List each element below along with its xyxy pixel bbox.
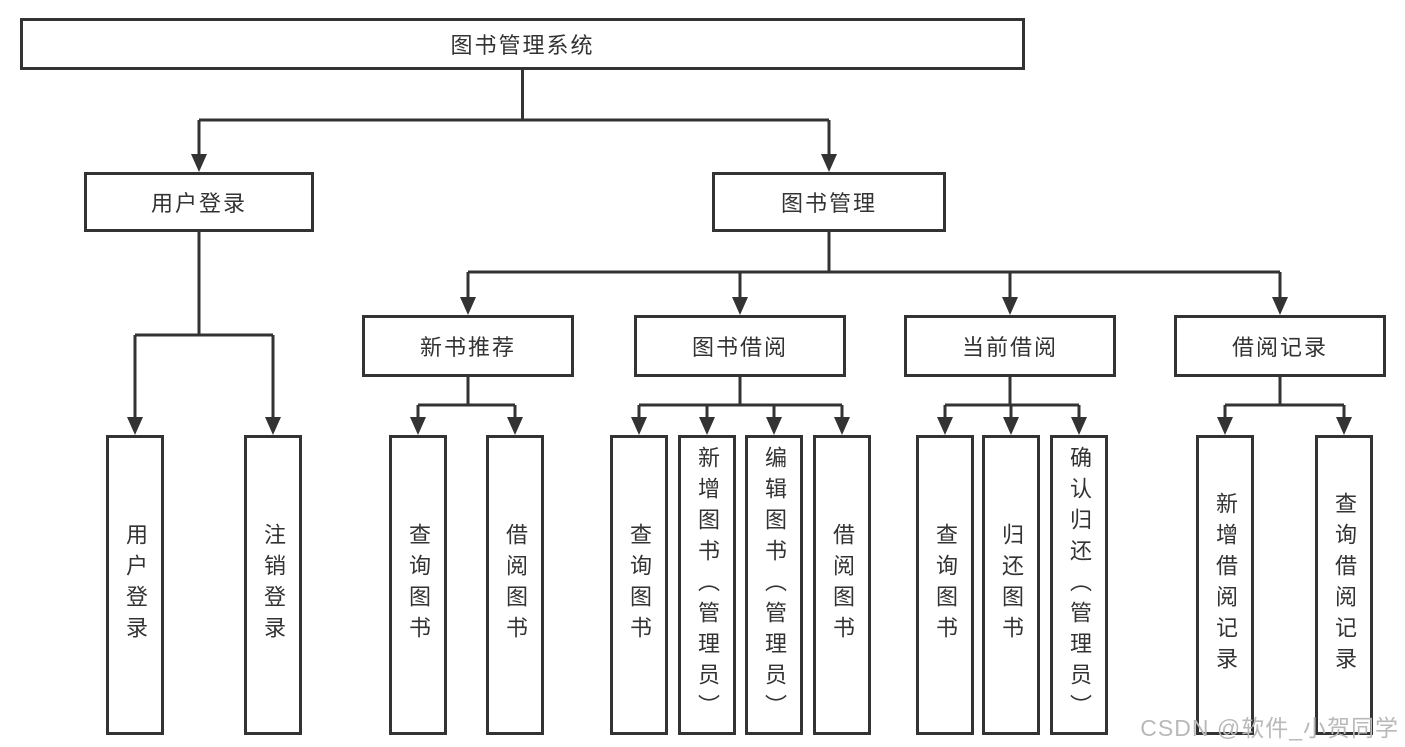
leaf-confirm-return-admin: 确认归还（管理员） <box>1050 435 1108 735</box>
leaf-borrow-books-borrowing: 借阅图书 <box>813 435 871 735</box>
connector-path <box>133 70 1346 421</box>
node-new-book-recommendation: 新书推荐 <box>362 315 574 377</box>
node-library-management-system: 图书管理系统 <box>20 18 1025 70</box>
node-label: 新书推荐 <box>419 335 516 360</box>
leaf-user-login: 用户登录 <box>106 435 164 735</box>
node-label: 当前借阅 <box>961 335 1058 360</box>
leaf-label: 用户登录 <box>123 523 148 647</box>
leaf-label: 归还图书 <box>999 523 1024 647</box>
node-book-management: 图书管理 <box>712 172 946 232</box>
leaf-query-books-borrowing: 查询图书 <box>610 435 668 735</box>
node-label: 借阅记录 <box>1231 335 1328 360</box>
leaf-label: 编辑图书（管理员） <box>762 445 787 725</box>
leaf-label: 注销登录 <box>261 523 286 647</box>
leaf-query-books-recommend: 查询图书 <box>389 435 447 735</box>
csdn-watermark: CSDN @软件_小贺同学 <box>1140 715 1399 741</box>
leaf-label: 借阅图书 <box>503 523 528 647</box>
leaf-label: 新增借阅记录 <box>1213 492 1238 678</box>
leaf-label: 确认归还（管理员） <box>1067 445 1092 725</box>
leaf-query-borrow-record: 查询借阅记录 <box>1315 435 1373 735</box>
leaf-borrow-books-recommend: 借阅图书 <box>486 435 544 735</box>
leaf-label: 查询借阅记录 <box>1332 492 1357 678</box>
node-label: 图书借阅 <box>691 335 788 360</box>
node-label: 图书管理 <box>780 191 877 216</box>
leaf-label: 借阅图书 <box>830 523 855 647</box>
leaf-add-book-admin: 新增图书（管理员） <box>678 435 736 735</box>
node-label: 图书管理系统 <box>450 33 595 58</box>
leaf-edit-book-admin: 编辑图书（管理员） <box>745 435 803 735</box>
node-borrowing-records: 借阅记录 <box>1174 315 1386 377</box>
node-book-borrowing: 图书借阅 <box>634 315 846 377</box>
leaf-label: 查询图书 <box>933 523 958 647</box>
node-label: 用户登录 <box>150 191 247 216</box>
leaf-return-books: 归还图书 <box>982 435 1040 735</box>
leaf-query-books-current: 查询图书 <box>916 435 974 735</box>
node-user-login: 用户登录 <box>84 172 314 232</box>
leaf-logout: 注销登录 <box>244 435 302 735</box>
leaf-label: 查询图书 <box>627 523 652 647</box>
node-current-borrowing: 当前借阅 <box>904 315 1116 377</box>
leaf-label: 查询图书 <box>406 523 431 647</box>
leaf-label: 新增图书（管理员） <box>695 445 720 725</box>
leaf-add-borrow-record: 新增借阅记录 <box>1196 435 1254 735</box>
